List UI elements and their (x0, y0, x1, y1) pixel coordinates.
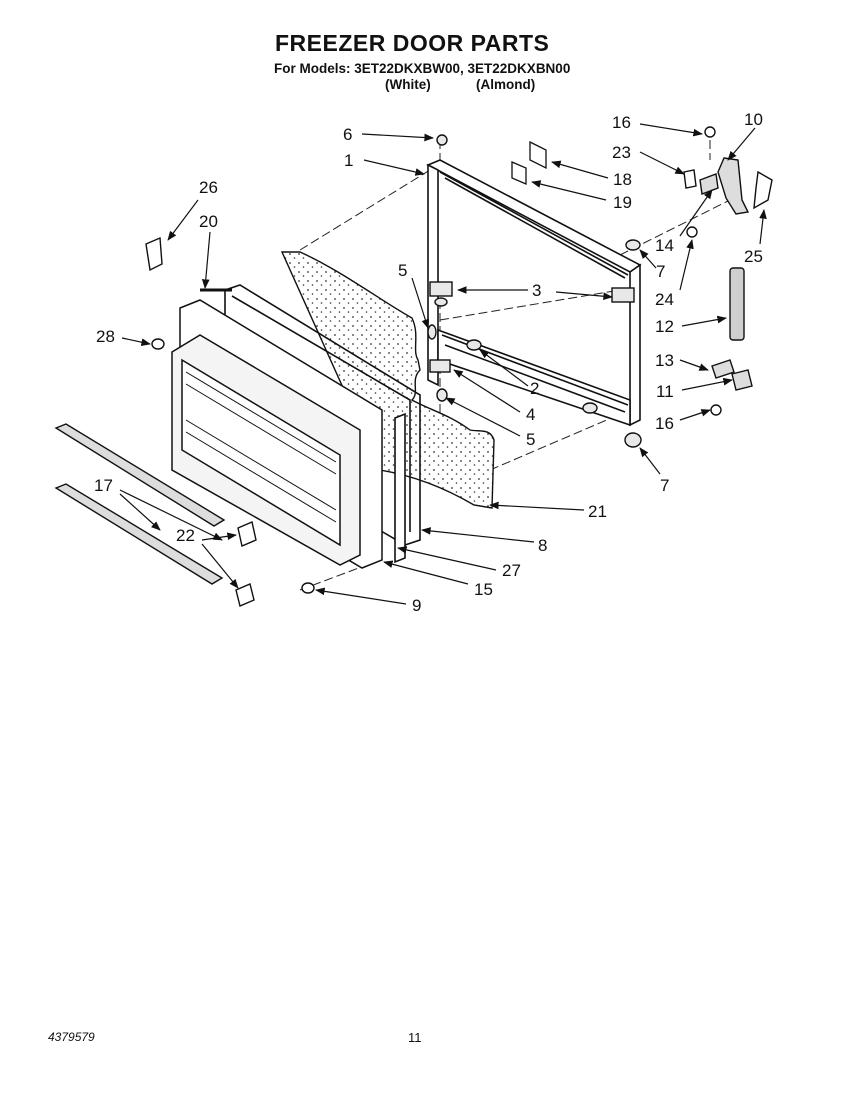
insulation-panel (280, 251, 495, 509)
callout-2: 2 (530, 379, 539, 398)
callout-18: 18 (613, 170, 632, 189)
color-almond-label: (Almond) (476, 77, 536, 92)
callout-17: 17 (94, 476, 113, 495)
hinge-assembly (683, 126, 773, 416)
callout-5-lower: 5 (526, 430, 535, 449)
leader-arrows (119, 123, 767, 605)
door-liner (171, 299, 383, 569)
label-plates (511, 140, 547, 185)
callout-23: 23 (612, 143, 631, 162)
callout-14: 14 (655, 236, 674, 255)
callout-16-top: 16 (612, 113, 631, 132)
callout-labels: 6 1 18 19 16 23 10 26 20 5 3 14 7 25 24 … (94, 110, 763, 615)
callout-5-upper: 5 (398, 261, 407, 280)
callout-28: 28 (96, 327, 115, 346)
small-parts (145, 236, 315, 594)
callout-7-bottom: 7 (660, 476, 669, 495)
color-white-label: (White) (385, 77, 431, 92)
callout-10: 10 (744, 110, 763, 129)
callout-1: 1 (344, 151, 353, 170)
callout-9: 9 (412, 596, 421, 615)
callout-7-top: 7 (656, 262, 665, 281)
callout-4: 4 (526, 405, 535, 424)
callout-13: 13 (655, 351, 674, 370)
callout-15: 15 (474, 580, 493, 599)
callout-25: 25 (744, 247, 763, 266)
page-number: 11 (408, 1030, 422, 1045)
callout-22: 22 (176, 526, 195, 545)
callout-16-bottom: 16 (655, 414, 674, 433)
callout-11: 11 (656, 382, 674, 401)
hinge-bracket-parts (427, 134, 642, 448)
document-number: 4379579 (48, 1030, 95, 1044)
callout-12: 12 (655, 317, 674, 336)
callout-3: 3 (532, 281, 541, 300)
callout-8: 8 (538, 536, 547, 555)
model-list: For Models: 3ET22DKXBW00, 3ET22DKXBN00 (274, 61, 571, 76)
callout-6: 6 (343, 125, 352, 144)
callout-24: 24 (655, 290, 674, 309)
page-header: FREEZER DOOR PARTS For Models: 3ET22DKXB… (0, 0, 864, 100)
callout-26: 26 (199, 178, 218, 197)
page-title: FREEZER DOOR PARTS (275, 30, 550, 56)
callout-27: 27 (502, 561, 521, 580)
shelf-bars (54, 423, 257, 607)
callout-21: 21 (588, 502, 607, 521)
callout-19: 19 (613, 193, 632, 212)
door-gasket (224, 284, 421, 564)
callout-20: 20 (199, 212, 218, 231)
